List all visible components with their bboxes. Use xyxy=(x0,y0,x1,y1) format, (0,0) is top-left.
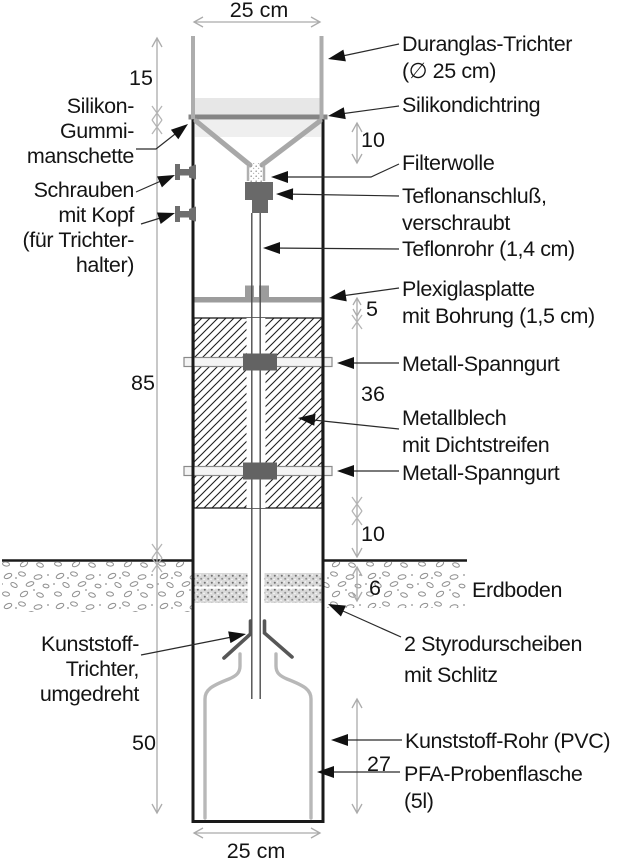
label-plexiglas-line2: mit Bohrung (1,5 cm) xyxy=(402,304,595,328)
screw-lower xyxy=(175,206,196,222)
dim-27: 27 xyxy=(367,752,391,776)
teflon-connector-upper xyxy=(245,182,273,200)
dim-85: 85 xyxy=(131,371,155,395)
dim-36: 36 xyxy=(361,382,385,406)
label-teflonrohr: Teflonrohr (1,4 cm) xyxy=(402,237,575,261)
dim-bottom-width: 25 cm xyxy=(227,839,286,863)
label-schrauben-line1: Schrauben xyxy=(34,178,134,202)
label-filterwolle: Filterwolle xyxy=(402,151,494,175)
funnel-neck xyxy=(246,166,266,181)
leader-lines xyxy=(135,43,402,778)
inverted-plastic-funnel xyxy=(222,619,294,660)
dim-5: 5 xyxy=(366,297,378,321)
dim-15: 15 xyxy=(129,66,153,90)
label-teflonanschluss-line2: verschraubt xyxy=(402,211,510,235)
label-schrauben-line3: (für Trichter- xyxy=(23,228,135,252)
label-duranglas-line1: Duranglas-Trichter xyxy=(402,32,572,56)
label-trichter-unten-line2: Trichter, xyxy=(66,657,139,681)
label-metallblech-line1: Metallblech xyxy=(402,406,506,430)
teflon-tube xyxy=(251,213,261,699)
screw-upper xyxy=(175,164,196,180)
label-spanngurt-upper: Metall-Spanngurt xyxy=(402,352,560,376)
silicone-seal-band xyxy=(195,98,320,115)
plexiglass-plate xyxy=(194,297,322,303)
label-manschette-line2: Gummi- xyxy=(60,119,134,143)
label-dichtring: Silikondichtring xyxy=(402,93,540,117)
filter-wool xyxy=(248,163,263,182)
dim-50: 50 xyxy=(132,731,156,755)
silicone-seal-ring xyxy=(188,114,328,120)
pvc-tube-wall-left xyxy=(191,117,195,823)
pvc-tube-wall-right xyxy=(321,117,325,823)
label-manschette-line1: Silikon- xyxy=(67,94,135,118)
label-styrodur-line1: 2 Styrodurscheiben xyxy=(404,632,582,656)
plexiglass-boss-left xyxy=(245,285,254,298)
glass-funnel-wall-left xyxy=(191,36,195,119)
strap-buckle-lower xyxy=(243,462,277,480)
pfa-sample-bottle xyxy=(203,652,313,820)
dim-10-upper: 10 xyxy=(361,128,385,152)
label-erdboden: Erdboden xyxy=(472,578,562,602)
pvc-tube-bottom xyxy=(191,820,325,823)
glass-funnel-cone xyxy=(193,118,323,168)
label-pfa-line2: (5l) xyxy=(404,789,433,813)
silicone-sleeve-band xyxy=(195,120,321,137)
label-metallblech-line2: mit Dichtstreifen xyxy=(402,433,549,457)
label-kunststoffrohr: Kunststoff-Rohr (PVC) xyxy=(405,729,610,753)
styrodur-slit xyxy=(247,573,265,603)
label-pfa-line1: PFA-Probenflasche xyxy=(404,762,582,786)
strap-buckle-upper xyxy=(243,353,277,371)
soil-texture-left xyxy=(2,562,192,612)
label-trichter-unten-line1: Kunststoff- xyxy=(41,632,139,656)
label-duranglas-line2: (∅ 25 cm) xyxy=(402,59,496,83)
label-trichter-unten-line3: umgedreht xyxy=(40,682,140,706)
dimension-end-ticks xyxy=(151,105,363,573)
glass-funnel-wall-right xyxy=(319,36,324,119)
label-teflonanschluss-line1: Teflonanschluß, xyxy=(402,184,547,208)
label-schrauben-line2: mit Kopf xyxy=(58,203,134,227)
label-spanngurt-lower: Metall-Spanngurt xyxy=(402,461,560,485)
label-manschette-line3: manschette xyxy=(27,144,134,168)
dim-top-width: 25 cm xyxy=(230,0,289,22)
soil-texture-right xyxy=(322,562,467,608)
plexiglass-boss-right xyxy=(259,285,269,298)
label-plexiglas-line1: Plexiglasplatte xyxy=(402,277,535,301)
label-styrodur-line2: mit Schlitz xyxy=(404,663,498,687)
dim-10-lower: 10 xyxy=(361,522,385,546)
dimension-lines xyxy=(151,16,363,839)
label-schrauben-line4: halter) xyxy=(76,253,134,277)
teflon-connector-lower xyxy=(252,200,268,213)
dim-6: 6 xyxy=(369,576,381,600)
